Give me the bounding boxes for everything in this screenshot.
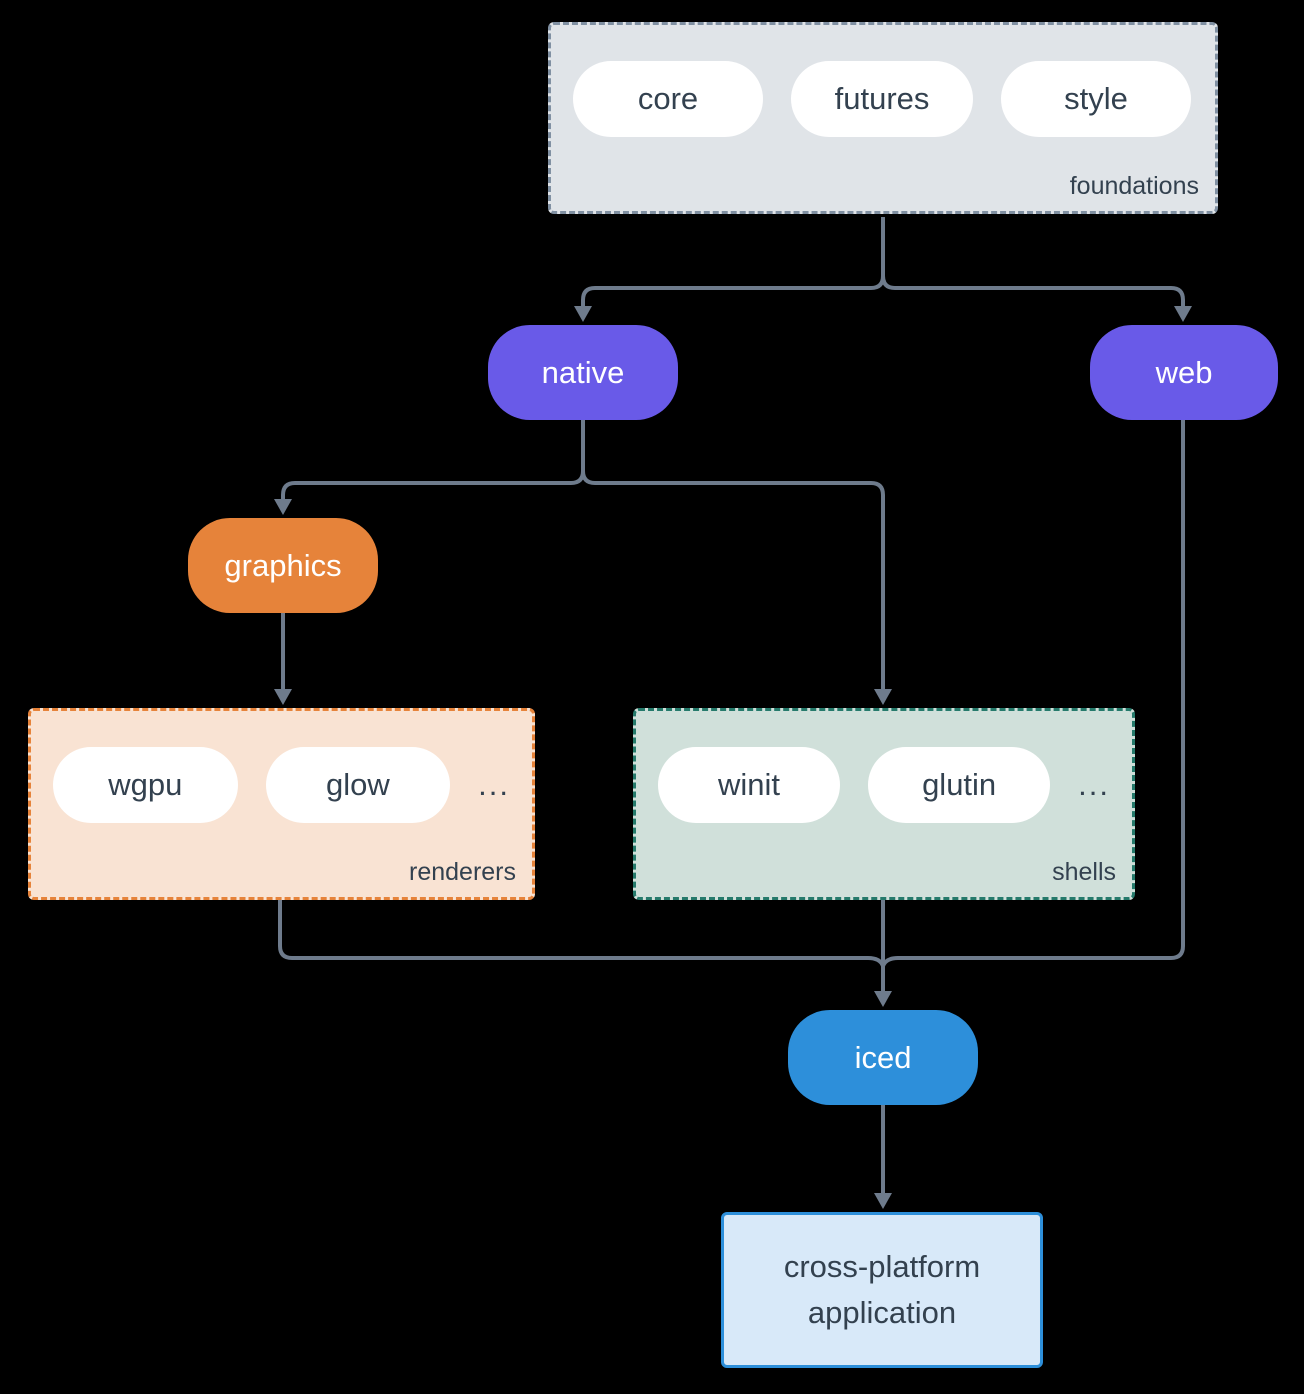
node-native: native <box>488 325 678 420</box>
edge-native-graphics <box>281 420 585 501</box>
node-glutin: glutin <box>868 747 1051 823</box>
arrowhead-web <box>1174 306 1192 322</box>
group-renderers: wgpu glow ... renderers <box>28 708 535 900</box>
node-glow: glow <box>265 747 451 823</box>
edge-native-shells <box>581 470 885 691</box>
node-futures: futures <box>791 61 973 137</box>
renderers-label: renderers <box>409 858 516 886</box>
node-style: style <box>1001 61 1191 137</box>
foundations-label: foundations <box>1069 172 1199 200</box>
arrowhead-native <box>574 306 592 322</box>
shells-label: shells <box>1052 858 1116 886</box>
group-shells: winit glutin ... shells <box>633 708 1135 900</box>
arrowhead-shells <box>874 689 892 705</box>
edge-renderers-iced <box>278 900 885 967</box>
node-wgpu: wgpu <box>53 747 238 823</box>
edge-web-iced <box>881 420 1185 967</box>
edge-foundations-native <box>581 217 885 308</box>
node-cross-platform-application: cross-platform application <box>721 1212 1043 1368</box>
arrowhead-application <box>874 1193 892 1209</box>
node-winit: winit <box>658 747 841 823</box>
node-web: web <box>1090 325 1278 420</box>
application-line1: cross-platform <box>783 1248 981 1284</box>
shells-pill-row: winit glutin ... <box>636 711 1132 823</box>
application-line2: application <box>807 1295 957 1330</box>
arrowhead-iced <box>874 991 892 1007</box>
arrowhead-renderers <box>274 689 292 705</box>
arrowhead-graphics <box>274 499 292 515</box>
renderers-ellipsis: ... <box>478 767 510 802</box>
edge-foundations-web <box>881 275 1185 308</box>
node-graphics: graphics <box>188 518 378 613</box>
shells-ellipsis: ... <box>1078 767 1110 802</box>
node-iced: iced <box>788 1010 978 1105</box>
foundations-pill-row: core futures style <box>551 25 1215 137</box>
group-foundations: core futures style foundations <box>548 22 1218 214</box>
node-core: core <box>573 61 763 137</box>
renderers-pill-row: wgpu glow ... <box>31 711 532 823</box>
